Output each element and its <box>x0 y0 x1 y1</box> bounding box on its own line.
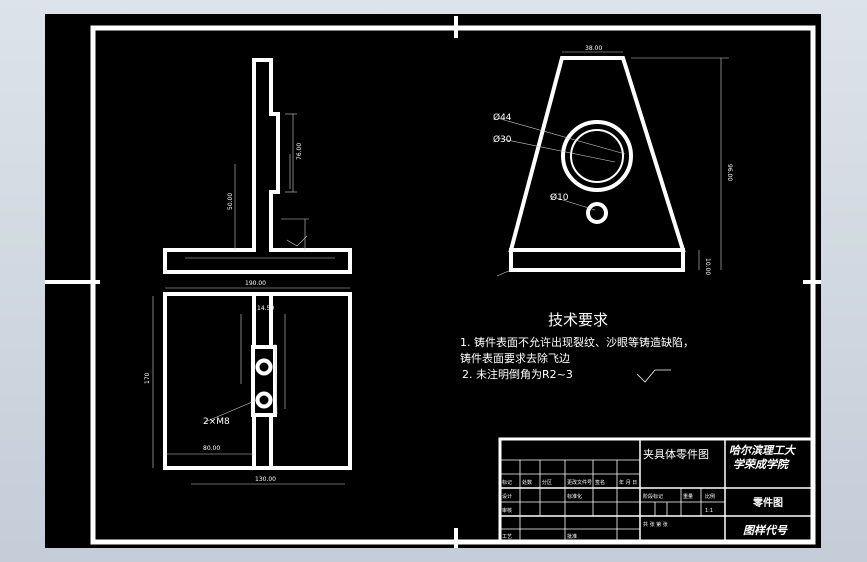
school-name-1: 哈尔滨理工大 <box>729 444 797 457</box>
drawing-code: 图样代号 <box>743 524 788 537</box>
roughness-symbol <box>636 369 671 383</box>
side-view-dims <box>496 51 729 277</box>
tb-cell-std: 标准化 <box>567 493 582 500</box>
drawing-name: 夹具体零件图 <box>643 447 709 461</box>
school-name-2: 学荣成学院 <box>733 458 790 471</box>
tb-cell-ratio: 1:1 <box>705 508 713 514</box>
tb-cell-sign: 签名 <box>595 479 605 486</box>
drawing-canvas[interactable]: Ø44 Ø30 Ø10 38.00 96.00 10.00 190.00 170… <box>45 14 821 548</box>
front-view-dims <box>185 113 335 259</box>
tech-line-3: 2. 未注明倒角为R2~3 <box>462 367 573 381</box>
tb-cell-sheets: 共 张 第 张 <box>643 521 668 528</box>
centering-marks <box>45 16 821 548</box>
drawing-border <box>90 25 816 545</box>
dim-side-v2: 76.00 <box>296 143 303 160</box>
tb-cell-design: 设计 <box>502 493 512 500</box>
part-label: 零件图 <box>752 496 783 509</box>
dim-dia-outer: Ø44 <box>493 112 512 123</box>
title-block-text: 夹具体零件图 哈尔滨理工大 学荣成学院 零件图 图样代号 标记 处数 分区 更改… <box>502 444 797 540</box>
title-block <box>498 437 815 544</box>
tb-cell-count: 处数 <box>522 479 532 486</box>
dim-top-width: 38.00 <box>585 45 602 52</box>
dim-plan-height: 170 <box>144 372 151 384</box>
tb-cell-mark: 标记 <box>502 479 512 486</box>
plan-view-dims <box>152 287 350 485</box>
dim-bolt-spec: 2×M8 <box>203 417 230 427</box>
dimension-labels: Ø44 Ø30 Ø10 38.00 96.00 10.00 190.00 170… <box>144 45 733 483</box>
dim-dia-inner: Ø30 <box>493 134 512 145</box>
tech-requirements: 技术要求 1. 铸件表面不允许出现裂纹、沙眼等铸造缺陷， 铸件表面要求去除飞边 … <box>460 311 694 381</box>
plan-view <box>163 292 352 470</box>
dim-left-offset: 80.00 <box>203 445 220 452</box>
tb-cell-stage: 阶段标记 <box>643 493 663 500</box>
dim-dia-small: Ø10 <box>550 192 569 203</box>
dim-slot-width: 14.50 <box>257 305 274 312</box>
tb-cell-zone: 分区 <box>542 479 552 486</box>
dim-base-thick: 10.00 <box>704 258 711 275</box>
tb-cell-scale: 比例 <box>705 493 715 500</box>
tb-cell-change: 更改文件号 <box>567 479 592 486</box>
tb-cell-date: 年 月 日 <box>619 479 637 486</box>
tb-cell-approve: 批准 <box>567 533 577 540</box>
tech-title: 技术要求 <box>548 311 608 329</box>
tech-line-1: 1. 铸件表面不允许出现裂纹、沙眼等铸造缺陷， <box>460 335 694 349</box>
drawing-sheet: Ø44 Ø30 Ø10 38.00 96.00 10.00 190.00 170… <box>45 16 821 548</box>
dim-plan-width: 190.00 <box>245 280 266 287</box>
tb-cell-weight: 重量 <box>683 493 693 500</box>
dim-bottom-width: 130.00 <box>255 476 276 483</box>
front-view <box>163 58 352 274</box>
tb-cell-process: 工艺 <box>502 534 512 540</box>
tech-line-2: 铸件表面要求去除飞边 <box>460 351 570 365</box>
tb-cell-review: 审核 <box>502 507 512 514</box>
side-view <box>508 56 686 272</box>
dim-side-v1: 50.00 <box>227 193 234 210</box>
dim-total-height: 96.00 <box>726 164 733 181</box>
